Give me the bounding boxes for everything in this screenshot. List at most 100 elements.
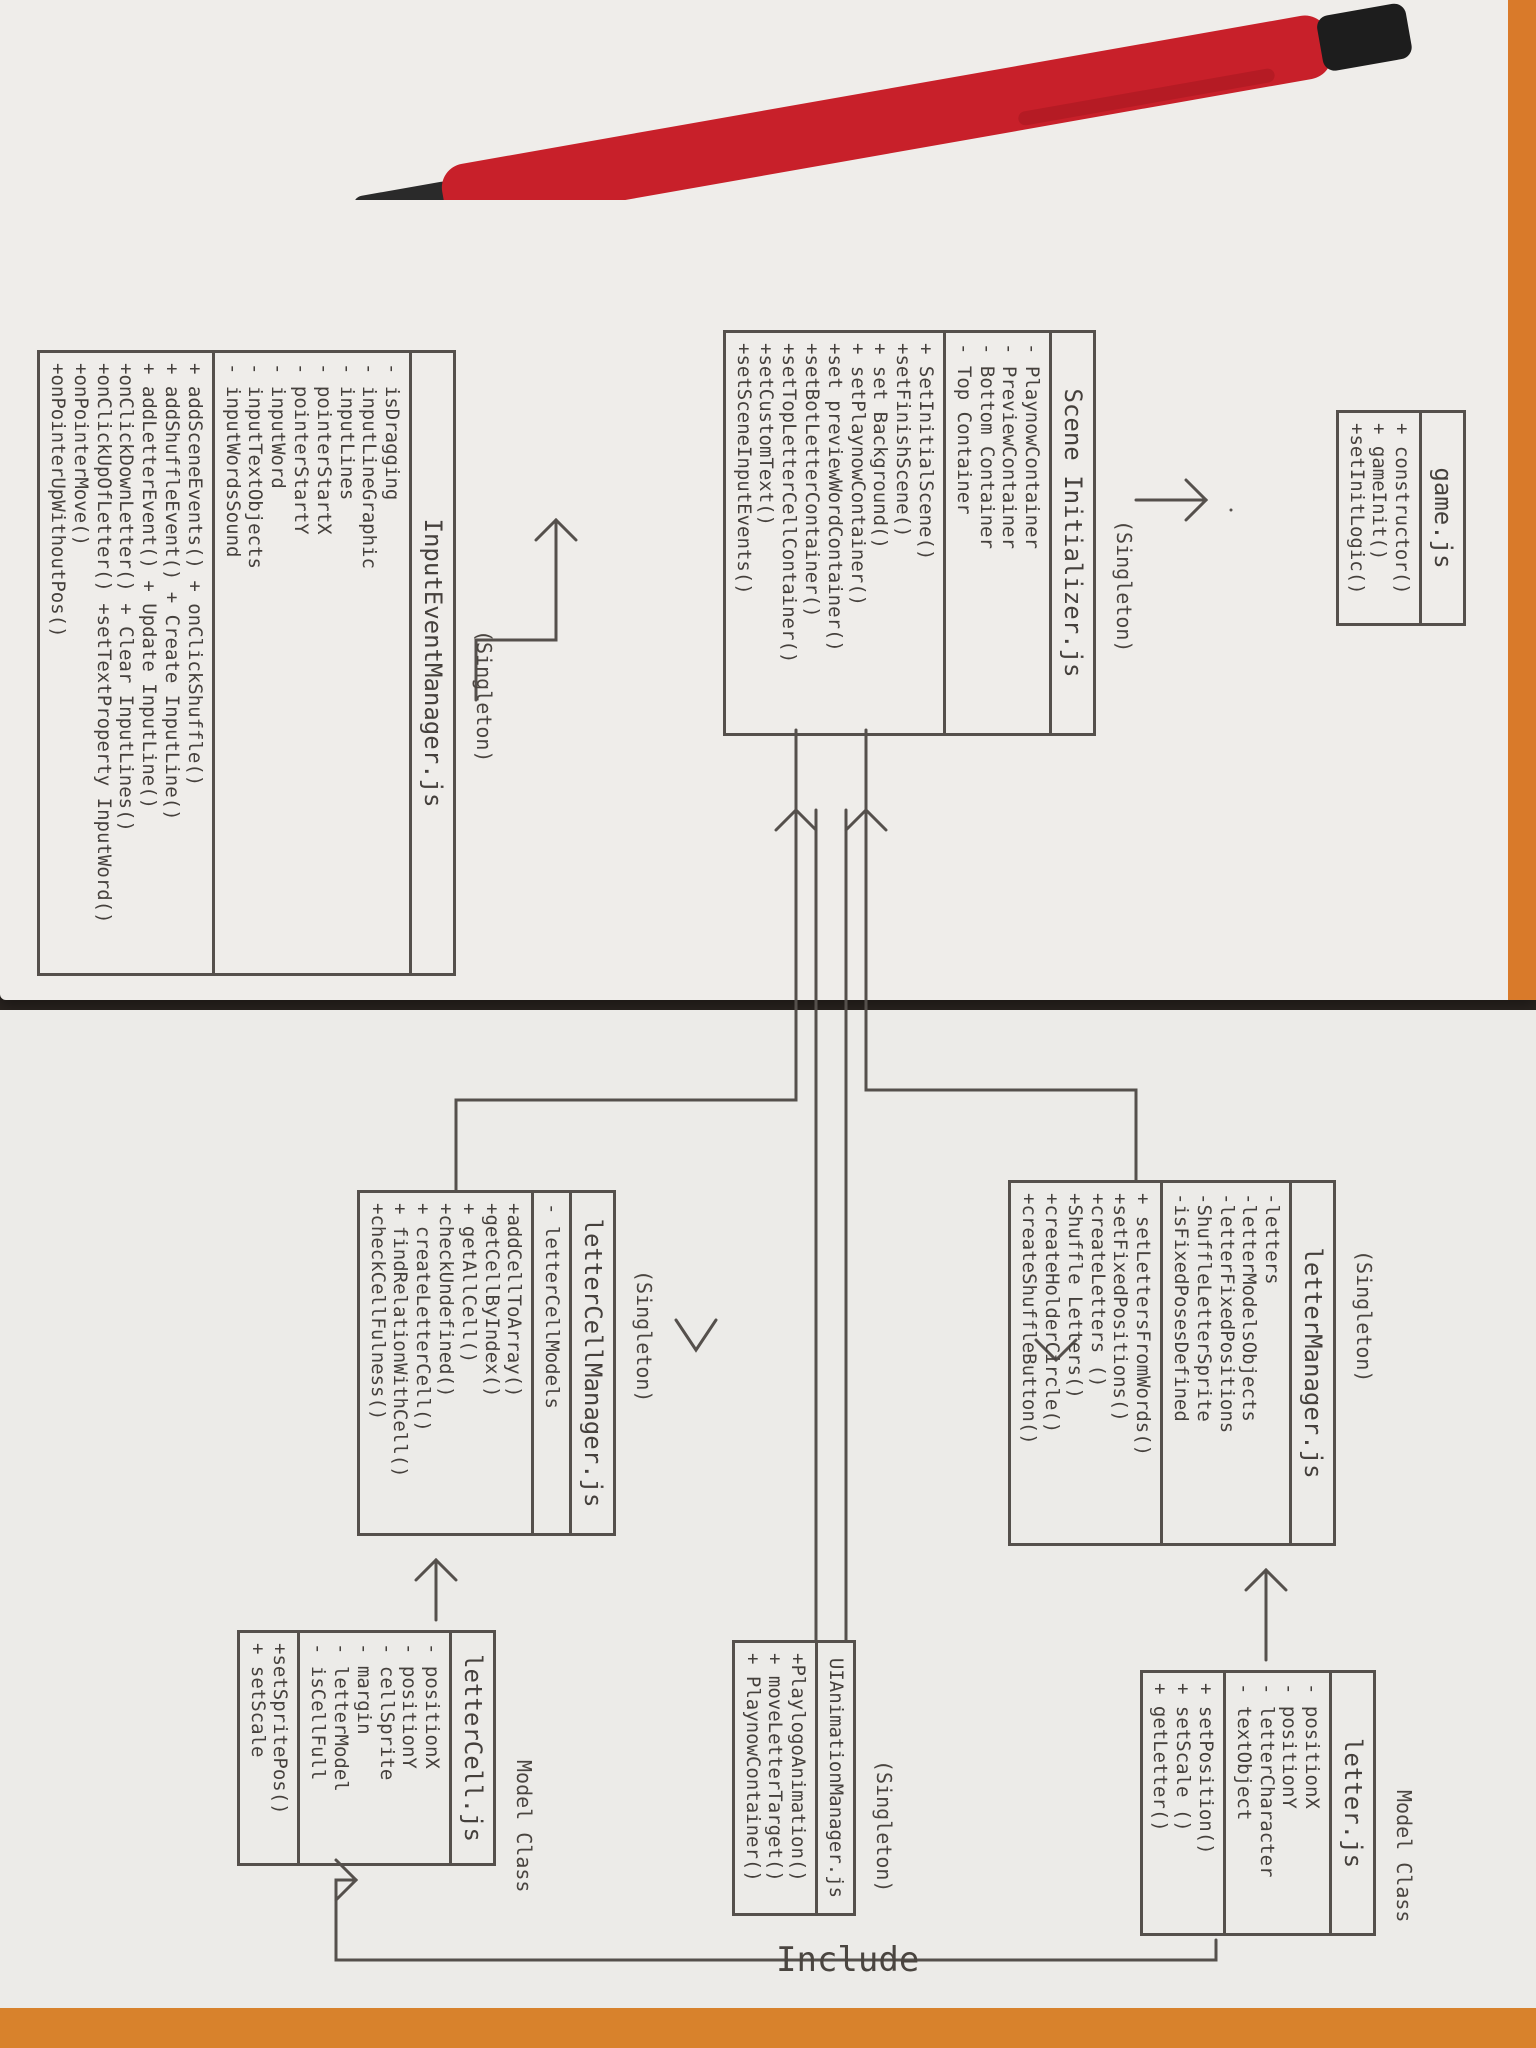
stereotype-label: (Singleton) — [1112, 520, 1136, 653]
method: + set Background() — [869, 343, 892, 549]
method: + constructor() — [1391, 423, 1414, 595]
method: + getAllCell() — [457, 1203, 480, 1364]
method: +checkCellFulness() — [366, 1203, 389, 1421]
desk-surface-strip — [1508, 0, 1536, 1000]
methods-section: + constructor() + gameInit() +setInitLog… — [1339, 413, 1419, 623]
method: + moveLetterTarget() — [764, 1653, 787, 1882]
field: - letterCharacter — [1255, 1683, 1278, 1878]
method: +Shuffle Letters() — [1063, 1193, 1086, 1399]
method: + getLetter() — [1149, 1683, 1172, 1832]
method: +setFixedPositions() — [1109, 1193, 1132, 1422]
method: +PlaylogoAnimation() — [787, 1653, 810, 1882]
field: - positionY — [1278, 1683, 1301, 1809]
method: +setBotLetterContainer() — [801, 343, 824, 618]
method: +createLetters () — [1086, 1193, 1109, 1388]
fields-section: - positionX - positionY - cellSprite - m… — [300, 1633, 449, 1863]
stereotype-label: (Singleton) — [472, 630, 496, 763]
class-name: Scene Initializer.js — [1049, 333, 1093, 733]
class-box-ui-animation-manager: UIAnimationManager.js +PlaylogoAnimation… — [731, 1640, 856, 1916]
methods-section: + SetInitialScene() +setFinishScene() + … — [725, 333, 947, 733]
field: - letterCellModels — [541, 1203, 564, 1409]
stereotype-label: Model Class — [512, 1760, 536, 1893]
fields-section: - isDragging - inputLineGraphic - inputL… — [215, 353, 409, 973]
fields-section: - letterCellModels — [534, 1193, 569, 1533]
stereotype-label: (Singleton) — [1352, 1250, 1376, 1383]
method: + addSceneEvents() + onClickShuffle() — [183, 363, 206, 787]
method: +getCellByIndex() — [480, 1203, 503, 1398]
methods-section: +addCellToArray() +getCellByIndex() + ge… — [359, 1193, 535, 1533]
method: +setTopLetterCellContainer() — [778, 343, 801, 664]
method: +createShuffleButton() — [1018, 1193, 1041, 1445]
stereotype-label: Model Class — [1392, 1790, 1416, 1923]
class-name: letterCell.js — [449, 1633, 493, 1863]
field: - pointerStartX — [312, 363, 335, 535]
class-box-letter-cell: letterCell.js - positionX - positionY - … — [236, 1630, 496, 1866]
field: - Top Container — [952, 343, 975, 515]
field: -letters — [1261, 1193, 1284, 1285]
field: - inputLines — [335, 363, 358, 501]
method: + SetInitialScene() — [915, 343, 938, 561]
field: - positionY — [398, 1643, 421, 1769]
stereotype-label: (Singleton) — [632, 1270, 656, 1403]
class-box-letter-cell-manager: letterCellManager.js - letterCellModels … — [356, 1190, 616, 1536]
method: +onPointerMove() — [69, 363, 92, 547]
method: +checkUndefined() — [435, 1203, 458, 1398]
fields-section: -letters -letterModelsObjects -letterFix… — [1163, 1183, 1289, 1543]
field: - pointerStartY — [290, 363, 313, 535]
class-name: InputEventManager.js — [409, 353, 453, 973]
method: + setLettersFromWords() — [1132, 1193, 1155, 1457]
field: - positionX — [1301, 1683, 1324, 1809]
method: + setScale — [246, 1643, 269, 1758]
method: +addCellToArray() — [503, 1203, 526, 1398]
field: - isDragging — [381, 363, 404, 501]
method: + addLetterEvent() + Update InputLine() — [138, 363, 161, 810]
method: +setSpritePos() — [269, 1643, 292, 1815]
method: +onClickUpOfLetter() +setTextProperty In… — [92, 363, 115, 924]
class-name: letterManager.js — [1289, 1183, 1333, 1543]
pen-image — [353, 3, 1412, 200]
method: +setCustomText() — [755, 343, 778, 527]
field: -isFixedPosesDefined — [1170, 1193, 1193, 1422]
field: - positionX — [421, 1643, 444, 1769]
method: + createLetterCell() — [412, 1203, 435, 1432]
desk-surface-strip-bottom — [0, 2008, 1536, 2048]
field: - inputWord — [267, 363, 290, 489]
method: +setFinishScene() — [892, 343, 915, 538]
class-name: letterCellManager.js — [569, 1193, 613, 1533]
method: +createHolderCircle() — [1041, 1193, 1064, 1434]
class-box-input-event-manager: InputEventManager.js - isDragging - inpu… — [37, 350, 456, 976]
field: -letterModelsObjects — [1238, 1193, 1261, 1422]
fields-section: - PlaynowContainer - PreviewContainer - … — [946, 333, 1049, 733]
method: +onClickDownLetter() + Clear InputLines(… — [115, 363, 138, 832]
include-label: Include — [776, 1940, 920, 1980]
class-name: game.js — [1419, 413, 1463, 623]
methods-section: + setLettersFromWords() +setFixedPositio… — [1011, 1183, 1164, 1543]
field: - inputTextObjects — [244, 363, 267, 569]
field: - PreviewContainer — [998, 343, 1021, 549]
class-box-letter: letter.js - positionX - positionY - lett… — [1139, 1670, 1376, 1936]
methods-section: +setSpritePos() + setScale — [239, 1633, 301, 1863]
fields-section: - positionX - positionY - letterCharacte… — [1226, 1673, 1329, 1933]
field: -letterFixedPositions — [1215, 1193, 1238, 1434]
method: +set previewWordContainer() — [823, 343, 846, 652]
class-box-game: game.js + constructor() + gameInit() +se… — [1335, 410, 1466, 626]
stereotype-label: (Singleton) — [872, 1760, 896, 1893]
method: + setScale () — [1172, 1683, 1195, 1832]
methods-section: + addSceneEvents() + onClickShuffle() + … — [40, 353, 215, 973]
field: - Bottom Container — [975, 343, 998, 549]
method: +setInitLogic() — [1345, 423, 1368, 595]
methods-section: + setPosition() + setScale () + getLette… — [1142, 1673, 1227, 1933]
notebook-bottom-page — [0, 1010, 1536, 2048]
field: - PlaynowContainer — [1021, 343, 1044, 549]
method: +onPointerUpWithoutPos() — [47, 363, 70, 638]
field: - cellSprite — [375, 1643, 398, 1781]
method: + addShuffleEvent() + Create InputLine() — [161, 363, 184, 821]
field: - inputLineGraphic — [358, 363, 381, 569]
method: + PlaynowContainer() — [741, 1653, 764, 1882]
methods-section: +PlaylogoAnimation() + moveLetterTarget(… — [735, 1643, 815, 1913]
method: + gameInit() — [1368, 423, 1391, 561]
class-name: UIAnimationManager.js — [815, 1643, 853, 1913]
field: - isCellFull — [307, 1643, 330, 1781]
